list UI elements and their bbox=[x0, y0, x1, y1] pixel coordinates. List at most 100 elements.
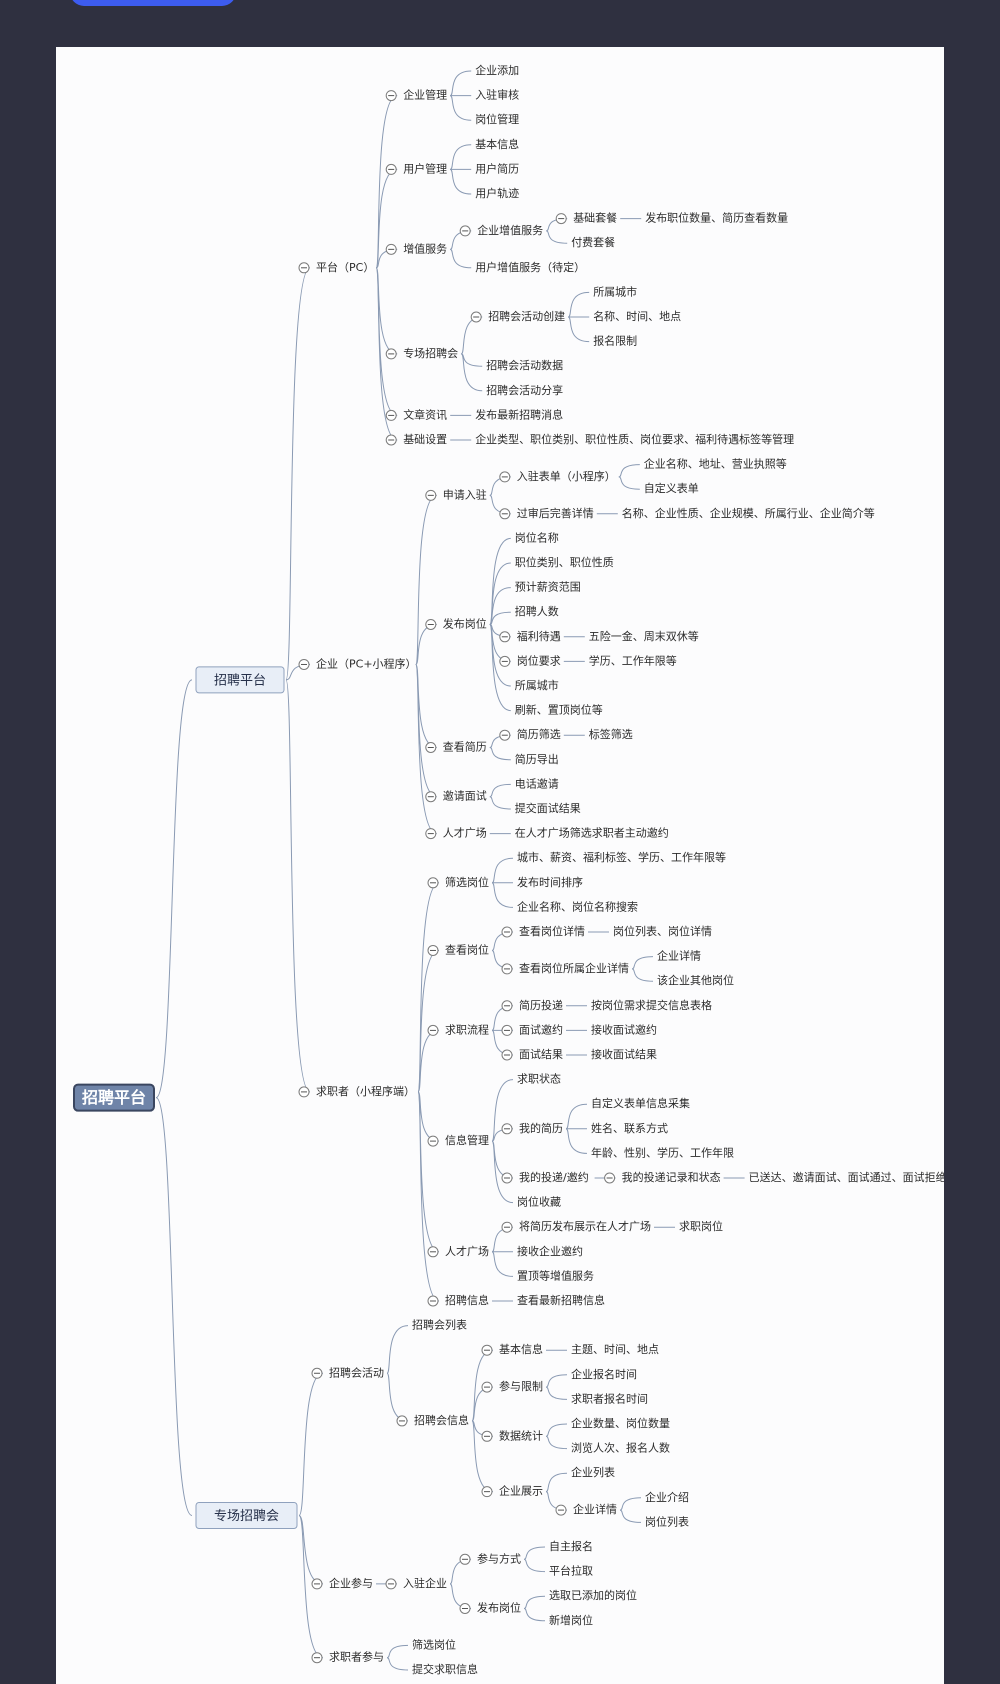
topic-label: 用户轨迹 bbox=[475, 186, 519, 200]
collapse-toggle-icon[interactable] bbox=[499, 631, 511, 643]
collapse-toggle-icon[interactable] bbox=[470, 311, 482, 323]
topic-label: 企业添加 bbox=[475, 63, 519, 77]
collapse-toggle-icon[interactable] bbox=[396, 1415, 408, 1427]
collapse-toggle-icon[interactable] bbox=[459, 225, 471, 237]
connector-line bbox=[489, 783, 511, 798]
root-node[interactable]: 招聘平台 bbox=[73, 1083, 155, 1112]
collapse-toggle-icon[interactable] bbox=[385, 243, 397, 255]
topic-label: 查看最新招聘信息 bbox=[517, 1293, 605, 1307]
collapse-toggle-icon[interactable] bbox=[555, 1504, 567, 1516]
topic-label: 面试结果 bbox=[519, 1048, 563, 1061]
collapse-toggle-icon[interactable] bbox=[427, 877, 439, 889]
connector-line bbox=[489, 796, 511, 810]
collapse-toggle-icon[interactable] bbox=[311, 1652, 323, 1664]
collapse-toggle-icon[interactable] bbox=[425, 742, 437, 753]
mindmap-canvas: 招聘平台招聘平台平台（PC）企业管理企业添加入驻审核岗位管理用户管理基本信息用户… bbox=[56, 47, 944, 1684]
connector-line bbox=[415, 624, 437, 665]
collapse-toggle-icon[interactable] bbox=[385, 434, 397, 446]
topic-label: 报名限制 bbox=[593, 334, 637, 348]
connector-line bbox=[415, 663, 437, 798]
topic-label: 我的简历 bbox=[519, 1121, 563, 1135]
connector-line bbox=[565, 1103, 588, 1130]
collapse-toggle-icon[interactable] bbox=[385, 348, 397, 360]
connector-line bbox=[460, 316, 483, 355]
topic-label: 过审后完善详情 bbox=[517, 506, 594, 520]
collapse-toggle-icon[interactable] bbox=[481, 1430, 493, 1442]
collapse-toggle-icon[interactable] bbox=[501, 1024, 513, 1036]
collapse-toggle-icon[interactable] bbox=[481, 1344, 493, 1356]
topic-label: 刷新、置顶岗位等 bbox=[515, 703, 603, 717]
collapse-toggle-icon[interactable] bbox=[427, 1135, 439, 1147]
collapse-toggle-icon[interactable] bbox=[501, 1000, 513, 1012]
topic-label: 查看岗位详情 bbox=[519, 924, 585, 938]
connector-line bbox=[491, 1140, 514, 1204]
collapse-toggle-icon[interactable] bbox=[385, 409, 397, 421]
connector-line bbox=[461, 353, 483, 367]
collapse-toggle-icon[interactable] bbox=[501, 1221, 513, 1233]
connector-line bbox=[386, 1657, 409, 1671]
collapse-toggle-icon[interactable] bbox=[425, 619, 437, 630]
collapse-toggle-icon[interactable] bbox=[385, 163, 397, 175]
collapse-toggle-icon[interactable] bbox=[427, 1246, 439, 1258]
collapse-toggle-icon[interactable] bbox=[499, 729, 511, 741]
collapse-toggle-icon[interactable] bbox=[604, 1172, 616, 1184]
collapse-toggle-icon[interactable] bbox=[385, 1578, 397, 1590]
collapse-toggle-icon[interactable] bbox=[501, 963, 513, 975]
collapse-toggle-icon[interactable] bbox=[298, 262, 310, 274]
collapse-toggle-icon[interactable] bbox=[311, 1578, 323, 1590]
collapse-toggle-icon[interactable] bbox=[298, 658, 310, 670]
collapse-toggle-icon[interactable] bbox=[499, 471, 511, 483]
topic-label: 预计薪资范围 bbox=[515, 580, 581, 594]
root-node-label: 招聘平台 bbox=[82, 1088, 146, 1107]
collapse-toggle-icon[interactable] bbox=[499, 655, 511, 667]
collapse-toggle-icon[interactable] bbox=[425, 489, 437, 501]
connector-line bbox=[449, 70, 472, 97]
topic-label: 入驻表单（小程序） bbox=[517, 469, 616, 483]
topic-label: 我的投递记录和状态 bbox=[622, 1170, 721, 1184]
topic-label: 邀请面试 bbox=[443, 789, 487, 803]
collapse-toggle-icon[interactable] bbox=[425, 828, 437, 840]
collapse-toggle-icon[interactable] bbox=[298, 1086, 310, 1098]
top-tab-indicator[interactable] bbox=[70, 0, 236, 6]
topic-label: 简历导出 bbox=[515, 752, 559, 766]
topic-label: 基本信息 bbox=[475, 137, 519, 151]
collapse-toggle-icon[interactable] bbox=[311, 1367, 323, 1379]
collapse-toggle-icon[interactable] bbox=[459, 1603, 471, 1614]
connector-line bbox=[545, 1423, 568, 1437]
collapse-toggle-icon[interactable] bbox=[385, 90, 397, 102]
topic-label: 企业介绍 bbox=[645, 1490, 689, 1504]
collapse-toggle-icon[interactable] bbox=[427, 944, 439, 956]
branch-node[interactable]: 招聘平台 bbox=[195, 666, 285, 694]
collapse-toggle-icon[interactable] bbox=[501, 1172, 513, 1184]
topic-label: 入驻审核 bbox=[475, 88, 519, 102]
collapse-toggle-icon[interactable] bbox=[499, 508, 511, 520]
connector-line bbox=[417, 949, 440, 1093]
topic-label: 人才广场 bbox=[445, 1244, 489, 1258]
collapse-toggle-icon[interactable] bbox=[425, 791, 437, 803]
branch-node[interactable]: 专场招聘会 bbox=[195, 1501, 298, 1529]
topic-label: 查看岗位所属企业详情 bbox=[519, 961, 629, 975]
connector-line bbox=[155, 679, 193, 1099]
topic-label: 筛选岗位 bbox=[412, 1637, 456, 1651]
connector-line bbox=[618, 476, 640, 490]
collapse-toggle-icon[interactable] bbox=[501, 926, 513, 938]
topic-label: 在人才广场筛选求职者主动邀约 bbox=[515, 826, 669, 840]
connector-line bbox=[545, 1386, 568, 1400]
connector-line bbox=[489, 611, 511, 625]
collapse-toggle-icon[interactable] bbox=[427, 1024, 439, 1036]
topic-label: 企业报名时间 bbox=[571, 1367, 637, 1381]
topic-label: 提交求职信息 bbox=[412, 1662, 478, 1676]
collapse-toggle-icon[interactable] bbox=[501, 1123, 513, 1135]
connector-line bbox=[491, 857, 514, 884]
collapse-toggle-icon[interactable] bbox=[459, 1553, 471, 1565]
collapse-toggle-icon[interactable] bbox=[481, 1381, 493, 1393]
topic-label: 数据统计 bbox=[499, 1428, 543, 1442]
topic-label: 企业名称、地址、营业执照等 bbox=[644, 457, 787, 471]
topic-label: 企业参与 bbox=[329, 1576, 373, 1590]
collapse-toggle-icon[interactable] bbox=[555, 213, 567, 225]
connector-line bbox=[417, 1091, 440, 1142]
collapse-toggle-icon[interactable] bbox=[501, 1049, 513, 1061]
collapse-toggle-icon[interactable] bbox=[481, 1486, 493, 1498]
topic-label: 基本信息 bbox=[499, 1342, 543, 1356]
collapse-toggle-icon[interactable] bbox=[427, 1295, 439, 1307]
